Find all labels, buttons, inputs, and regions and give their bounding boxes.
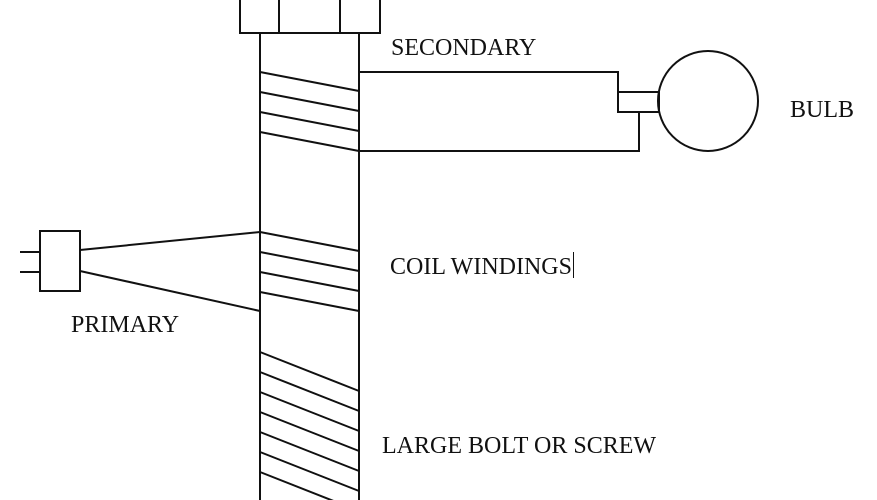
bolt-thread — [259, 371, 360, 412]
bolt-head — [239, 0, 381, 34]
plug-body — [39, 230, 81, 292]
secondary-wire-top — [359, 71, 619, 92]
primary-wire-bottom — [79, 270, 261, 312]
bulb-socket — [617, 91, 660, 113]
primary-coil-turn — [259, 291, 360, 312]
secondary-coil-turn — [259, 111, 360, 132]
primary-coil-turn — [259, 251, 360, 272]
primary-wire-top — [79, 231, 261, 251]
secondary-wire-bottom — [359, 112, 640, 152]
bulb — [617, 50, 759, 152]
primary-wires — [79, 231, 261, 312]
secondary-coil-turn — [259, 91, 360, 112]
bolt-head-outline — [239, 0, 381, 34]
text-cursor — [572, 252, 574, 278]
bolt-shaft — [259, 33, 360, 500]
bolt-label: LARGE BOLT OR SCREW — [382, 433, 657, 459]
bulb-label: BULB — [790, 97, 855, 123]
bolt-thread — [259, 391, 360, 432]
plug — [20, 230, 81, 292]
bolt-thread — [259, 411, 360, 452]
secondary-coil — [259, 71, 360, 152]
bolt-thread — [259, 451, 360, 492]
bolt-thread — [259, 431, 360, 472]
primary-coil — [259, 231, 360, 312]
bolt-thread — [259, 351, 360, 392]
bolt-thread — [259, 471, 334, 500]
coil-windings-label: COIL WINDINGS — [390, 252, 574, 279]
bulb-globe — [657, 50, 759, 152]
primary-label: PRIMARY — [71, 312, 180, 338]
secondary-coil-turn — [259, 131, 360, 152]
secondary-coil-turn — [259, 71, 360, 92]
primary-coil-turn — [259, 231, 360, 252]
bolt-threads — [259, 351, 360, 500]
primary-coil-turn — [259, 271, 360, 292]
secondary-label: SECONDARY — [391, 35, 537, 61]
coil-windings-text: COIL WINDINGS — [390, 254, 572, 280]
secondary-wires — [359, 71, 640, 152]
